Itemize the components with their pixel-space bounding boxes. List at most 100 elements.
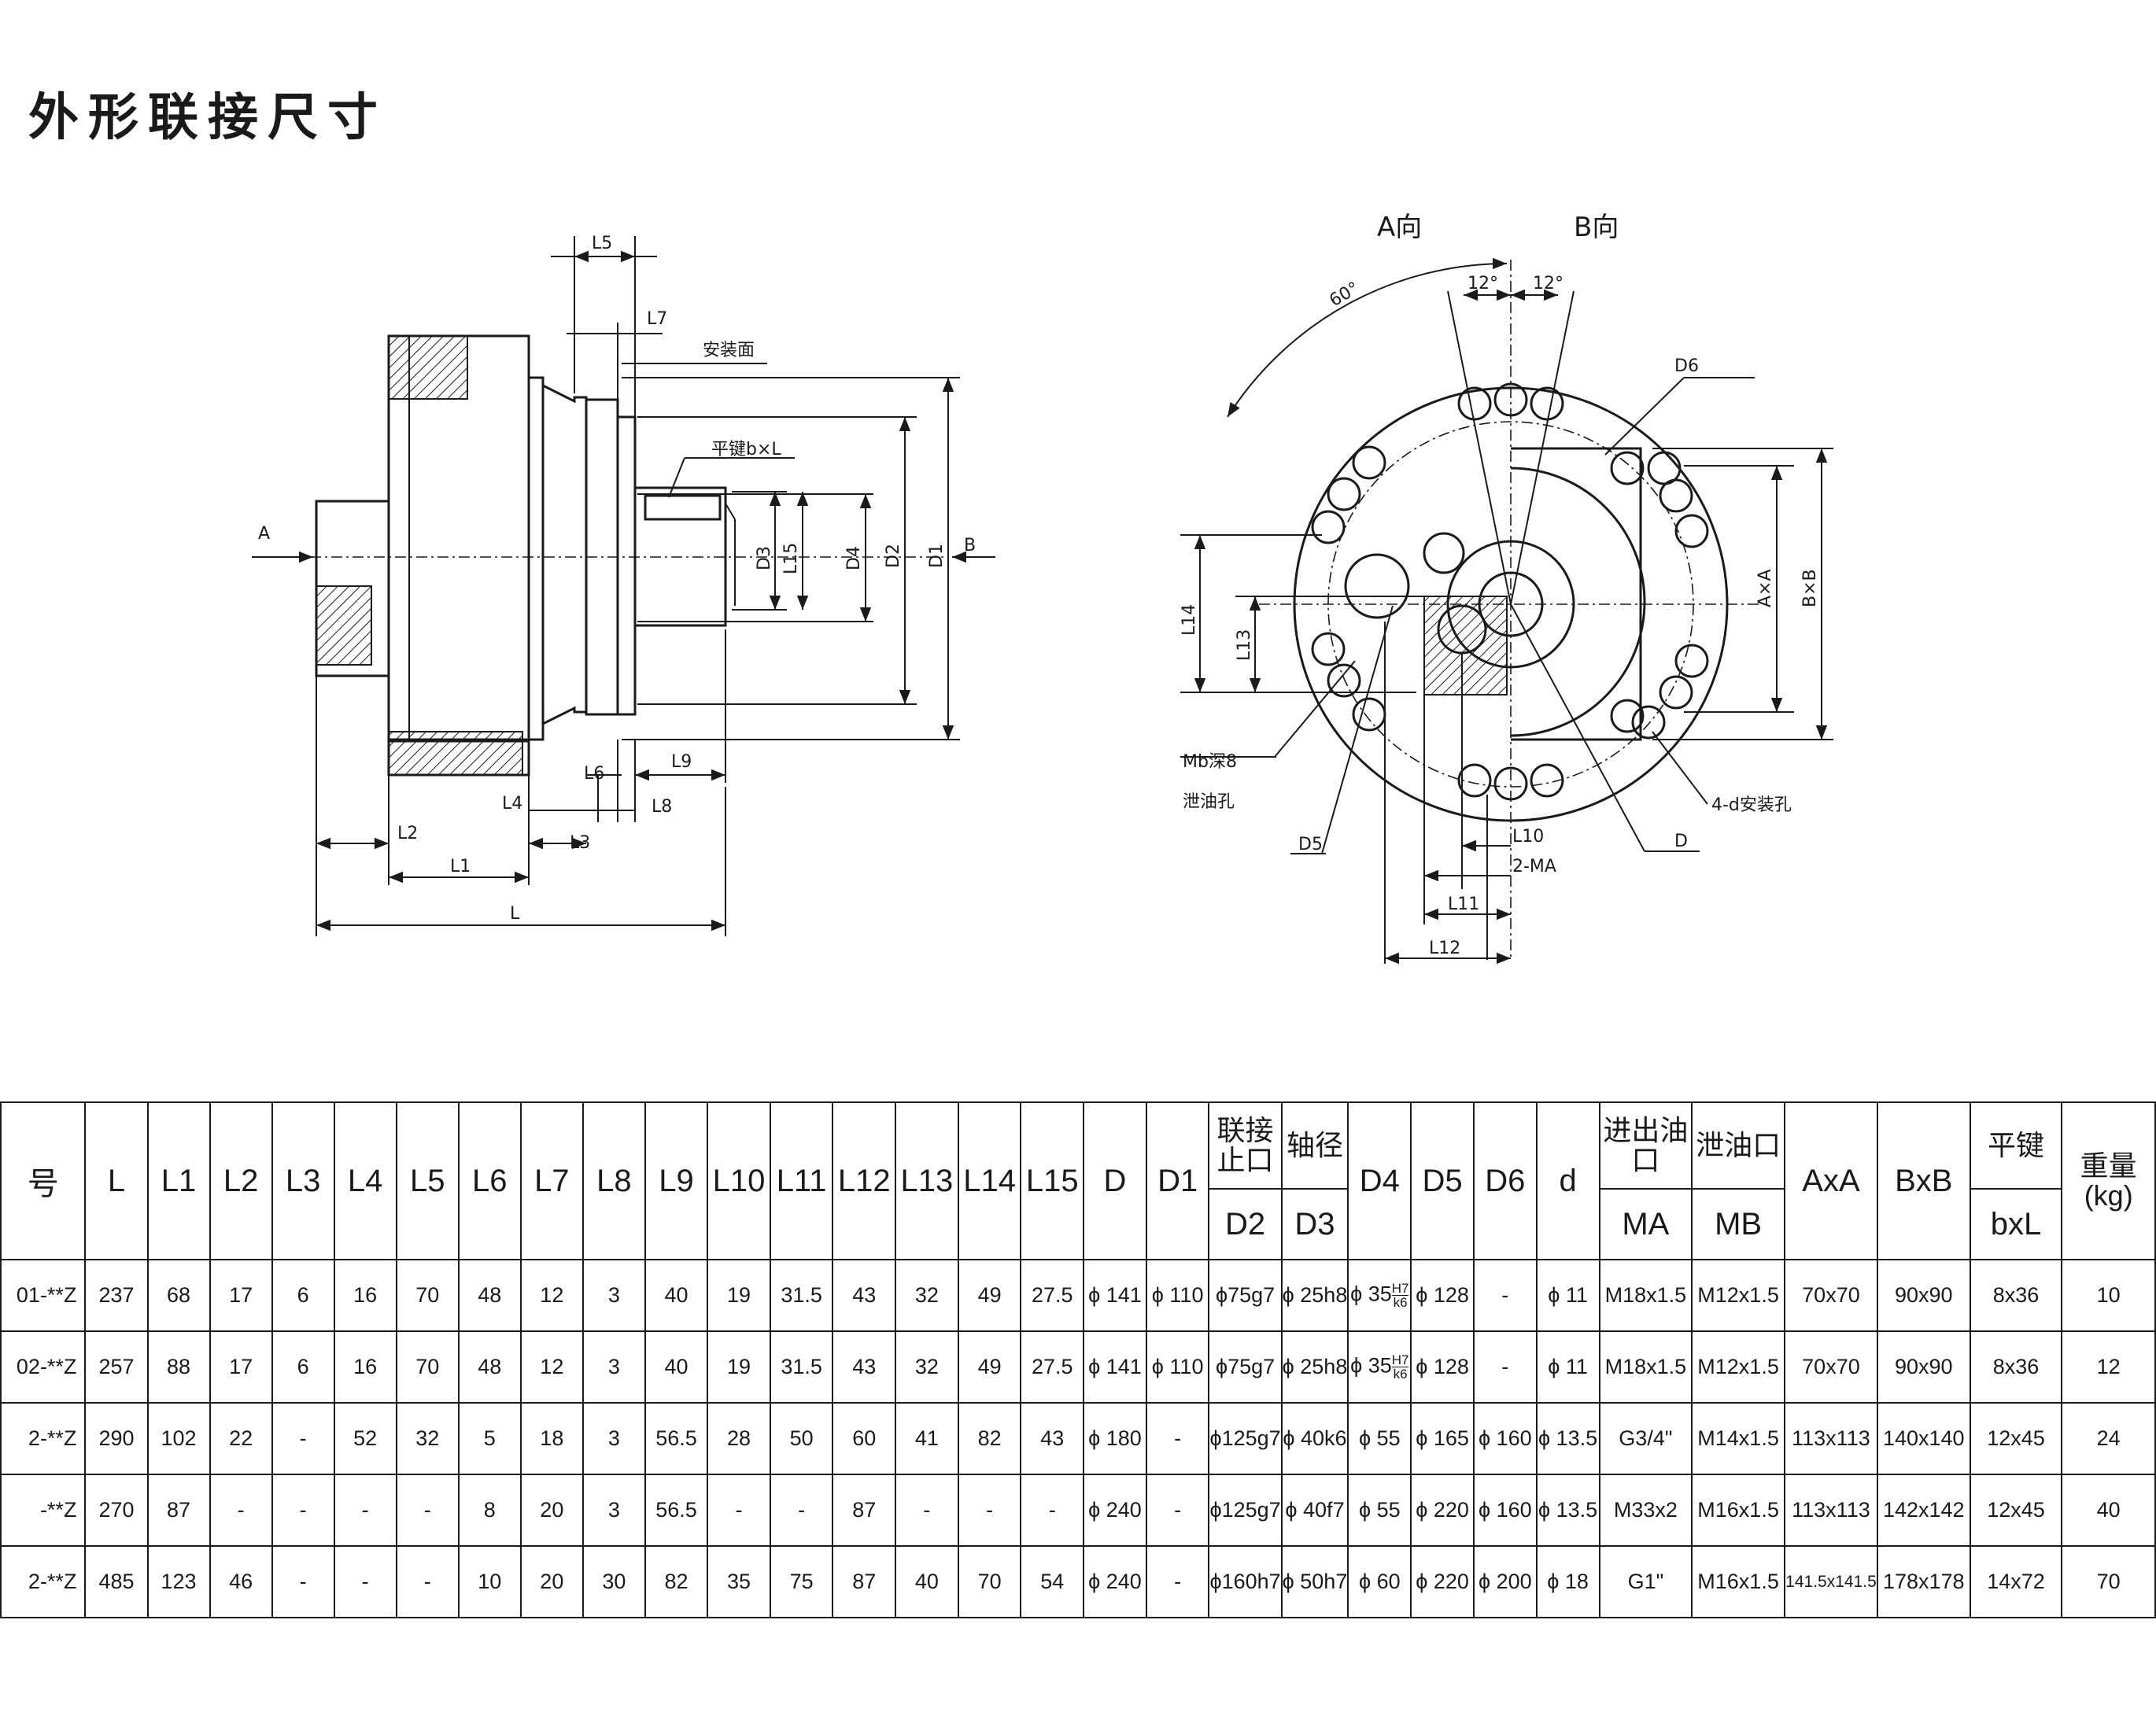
page-title: 外形联接尺寸 — [28, 89, 387, 147]
th-l8: L8 — [581, 1101, 646, 1260]
th-l5: L5 — [395, 1101, 460, 1260]
cell-l10: 28 — [707, 1402, 771, 1475]
cell-l3: - — [271, 1545, 335, 1618]
cell-bxb: 90x90 — [1876, 1259, 1971, 1332]
cell-d1: - — [1145, 1545, 1210, 1618]
dim-l11: L11 — [1448, 895, 1479, 914]
cell-d1: - — [1145, 1402, 1210, 1475]
cell-d3: ϕ 40f7 — [1280, 1474, 1349, 1547]
lower-bolt-section — [388, 731, 523, 776]
cell-d: ϕ 180 — [1083, 1402, 1147, 1475]
d4-tolerance-shaft: k6 — [1393, 1367, 1408, 1382]
th-l3: L3 — [271, 1101, 335, 1260]
d4-tolerance-hole: H7 — [1391, 1281, 1409, 1296]
cell-bxb: 142x142 — [1876, 1474, 1971, 1547]
cell-d5: ϕ 128 — [1410, 1330, 1475, 1404]
dim-l13: L13 — [1235, 629, 1254, 661]
cell-l7: 12 — [519, 1330, 584, 1404]
th-d5: D5 — [1410, 1101, 1475, 1260]
th-l10: L10 — [707, 1101, 771, 1260]
dim-l15: L15 — [781, 543, 801, 574]
cell-l: 290 — [84, 1402, 149, 1475]
dim-d1: D1 — [927, 544, 947, 568]
cell-l11: - — [769, 1474, 834, 1547]
th-model: 号 — [0, 1101, 87, 1260]
bottom-dims: L6 L9 L4 L8 L3 L2 L1 L — [316, 629, 726, 936]
cell-mb: M16x1.5 — [1691, 1545, 1785, 1618]
cell-l10: 19 — [707, 1259, 771, 1332]
cell-d: ϕ 240 — [1083, 1545, 1147, 1618]
dim-l10: L10 — [1512, 827, 1544, 847]
dim-l2: L2 — [397, 824, 418, 843]
cell-d6: - — [1472, 1330, 1538, 1404]
cell-l12: 43 — [832, 1259, 897, 1332]
th-d3: D3 — [1280, 1188, 1349, 1260]
cell-l3: 6 — [271, 1330, 335, 1404]
cell-l15: 54 — [1020, 1545, 1085, 1618]
cell-l6: 8 — [457, 1474, 522, 1547]
key-label: 平键b×L — [711, 440, 781, 459]
cell-l: 485 — [84, 1545, 149, 1618]
cell-d6: ϕ 160 — [1472, 1474, 1538, 1547]
cell-model: 02-**Z — [0, 1330, 87, 1404]
cell-l1: 88 — [146, 1330, 211, 1404]
cell-l2: 17 — [209, 1259, 273, 1332]
dim-l1: L1 — [450, 857, 471, 876]
cell-l8: 3 — [581, 1474, 646, 1547]
cell-bxb: 178x178 — [1876, 1545, 1971, 1618]
th-ma-top: 进出油口 — [1598, 1101, 1693, 1190]
cell-key: 8x36 — [1969, 1330, 2063, 1404]
cell-l13: 32 — [895, 1259, 959, 1332]
cell-d1: ϕ 110 — [1145, 1330, 1210, 1404]
th-l1: L1 — [146, 1101, 211, 1260]
cell-axa: 113x113 — [1783, 1402, 1878, 1475]
cell-l2: - — [209, 1474, 273, 1547]
view-a-title: A向 — [1377, 212, 1422, 243]
cell-l15: 27.5 — [1020, 1259, 1085, 1332]
cell-d: ϕ 141 — [1083, 1330, 1147, 1404]
d4-tolerance-hole: H7 — [1391, 1352, 1409, 1367]
cell-d2: ϕ75g7 — [1208, 1330, 1283, 1404]
cell-l4: 16 — [333, 1259, 397, 1332]
cell-mb: M12x1.5 — [1691, 1330, 1785, 1404]
cell-mb: M14x1.5 — [1691, 1402, 1785, 1475]
d4-tolerance-shaft: k6 — [1393, 1295, 1408, 1310]
dim-d3: D3 — [755, 546, 774, 570]
cell-l9: 40 — [644, 1330, 709, 1404]
view-arrow-a-label: A — [258, 524, 270, 544]
cell-l7: 12 — [519, 1259, 584, 1332]
cell-d6: - — [1472, 1259, 1538, 1332]
cell-l8: 3 — [581, 1330, 646, 1404]
dim-l14: L14 — [1180, 604, 1199, 636]
cell-l1: 87 — [146, 1474, 211, 1547]
cell-l14: 49 — [957, 1259, 1022, 1332]
dim-d-label: D — [1674, 832, 1688, 851]
cell-d5: ϕ 220 — [1410, 1474, 1475, 1547]
cell-d: ϕ 240 — [1083, 1474, 1147, 1547]
dim-d2: D2 — [884, 544, 903, 568]
th-l7: L7 — [519, 1101, 584, 1260]
cell-d3: ϕ 25h8 — [1280, 1259, 1349, 1332]
th-weight: 重量(kg) — [2061, 1101, 2156, 1260]
cell-d4: ϕ 55 — [1347, 1474, 1412, 1547]
cell-l4: 16 — [333, 1330, 397, 1404]
cell-l14: - — [957, 1474, 1022, 1547]
dim-l6: L6 — [584, 764, 604, 784]
cell-l: 237 — [84, 1259, 149, 1332]
cell-d4: ϕ 55 — [1347, 1402, 1412, 1475]
cell-model: -**Z — [0, 1474, 87, 1547]
th-l9: L9 — [644, 1101, 709, 1260]
th-key-top: 平键 — [1969, 1101, 2063, 1190]
inner-body — [1511, 447, 1642, 741]
cell-l14: 49 — [957, 1330, 1022, 1404]
dim-axa: A×A — [1755, 569, 1775, 607]
cell-l8: 3 — [581, 1402, 646, 1475]
cell-l7: 18 — [519, 1402, 584, 1475]
cell-weight: 12 — [2061, 1330, 2156, 1404]
cell-l9: 82 — [644, 1545, 709, 1618]
